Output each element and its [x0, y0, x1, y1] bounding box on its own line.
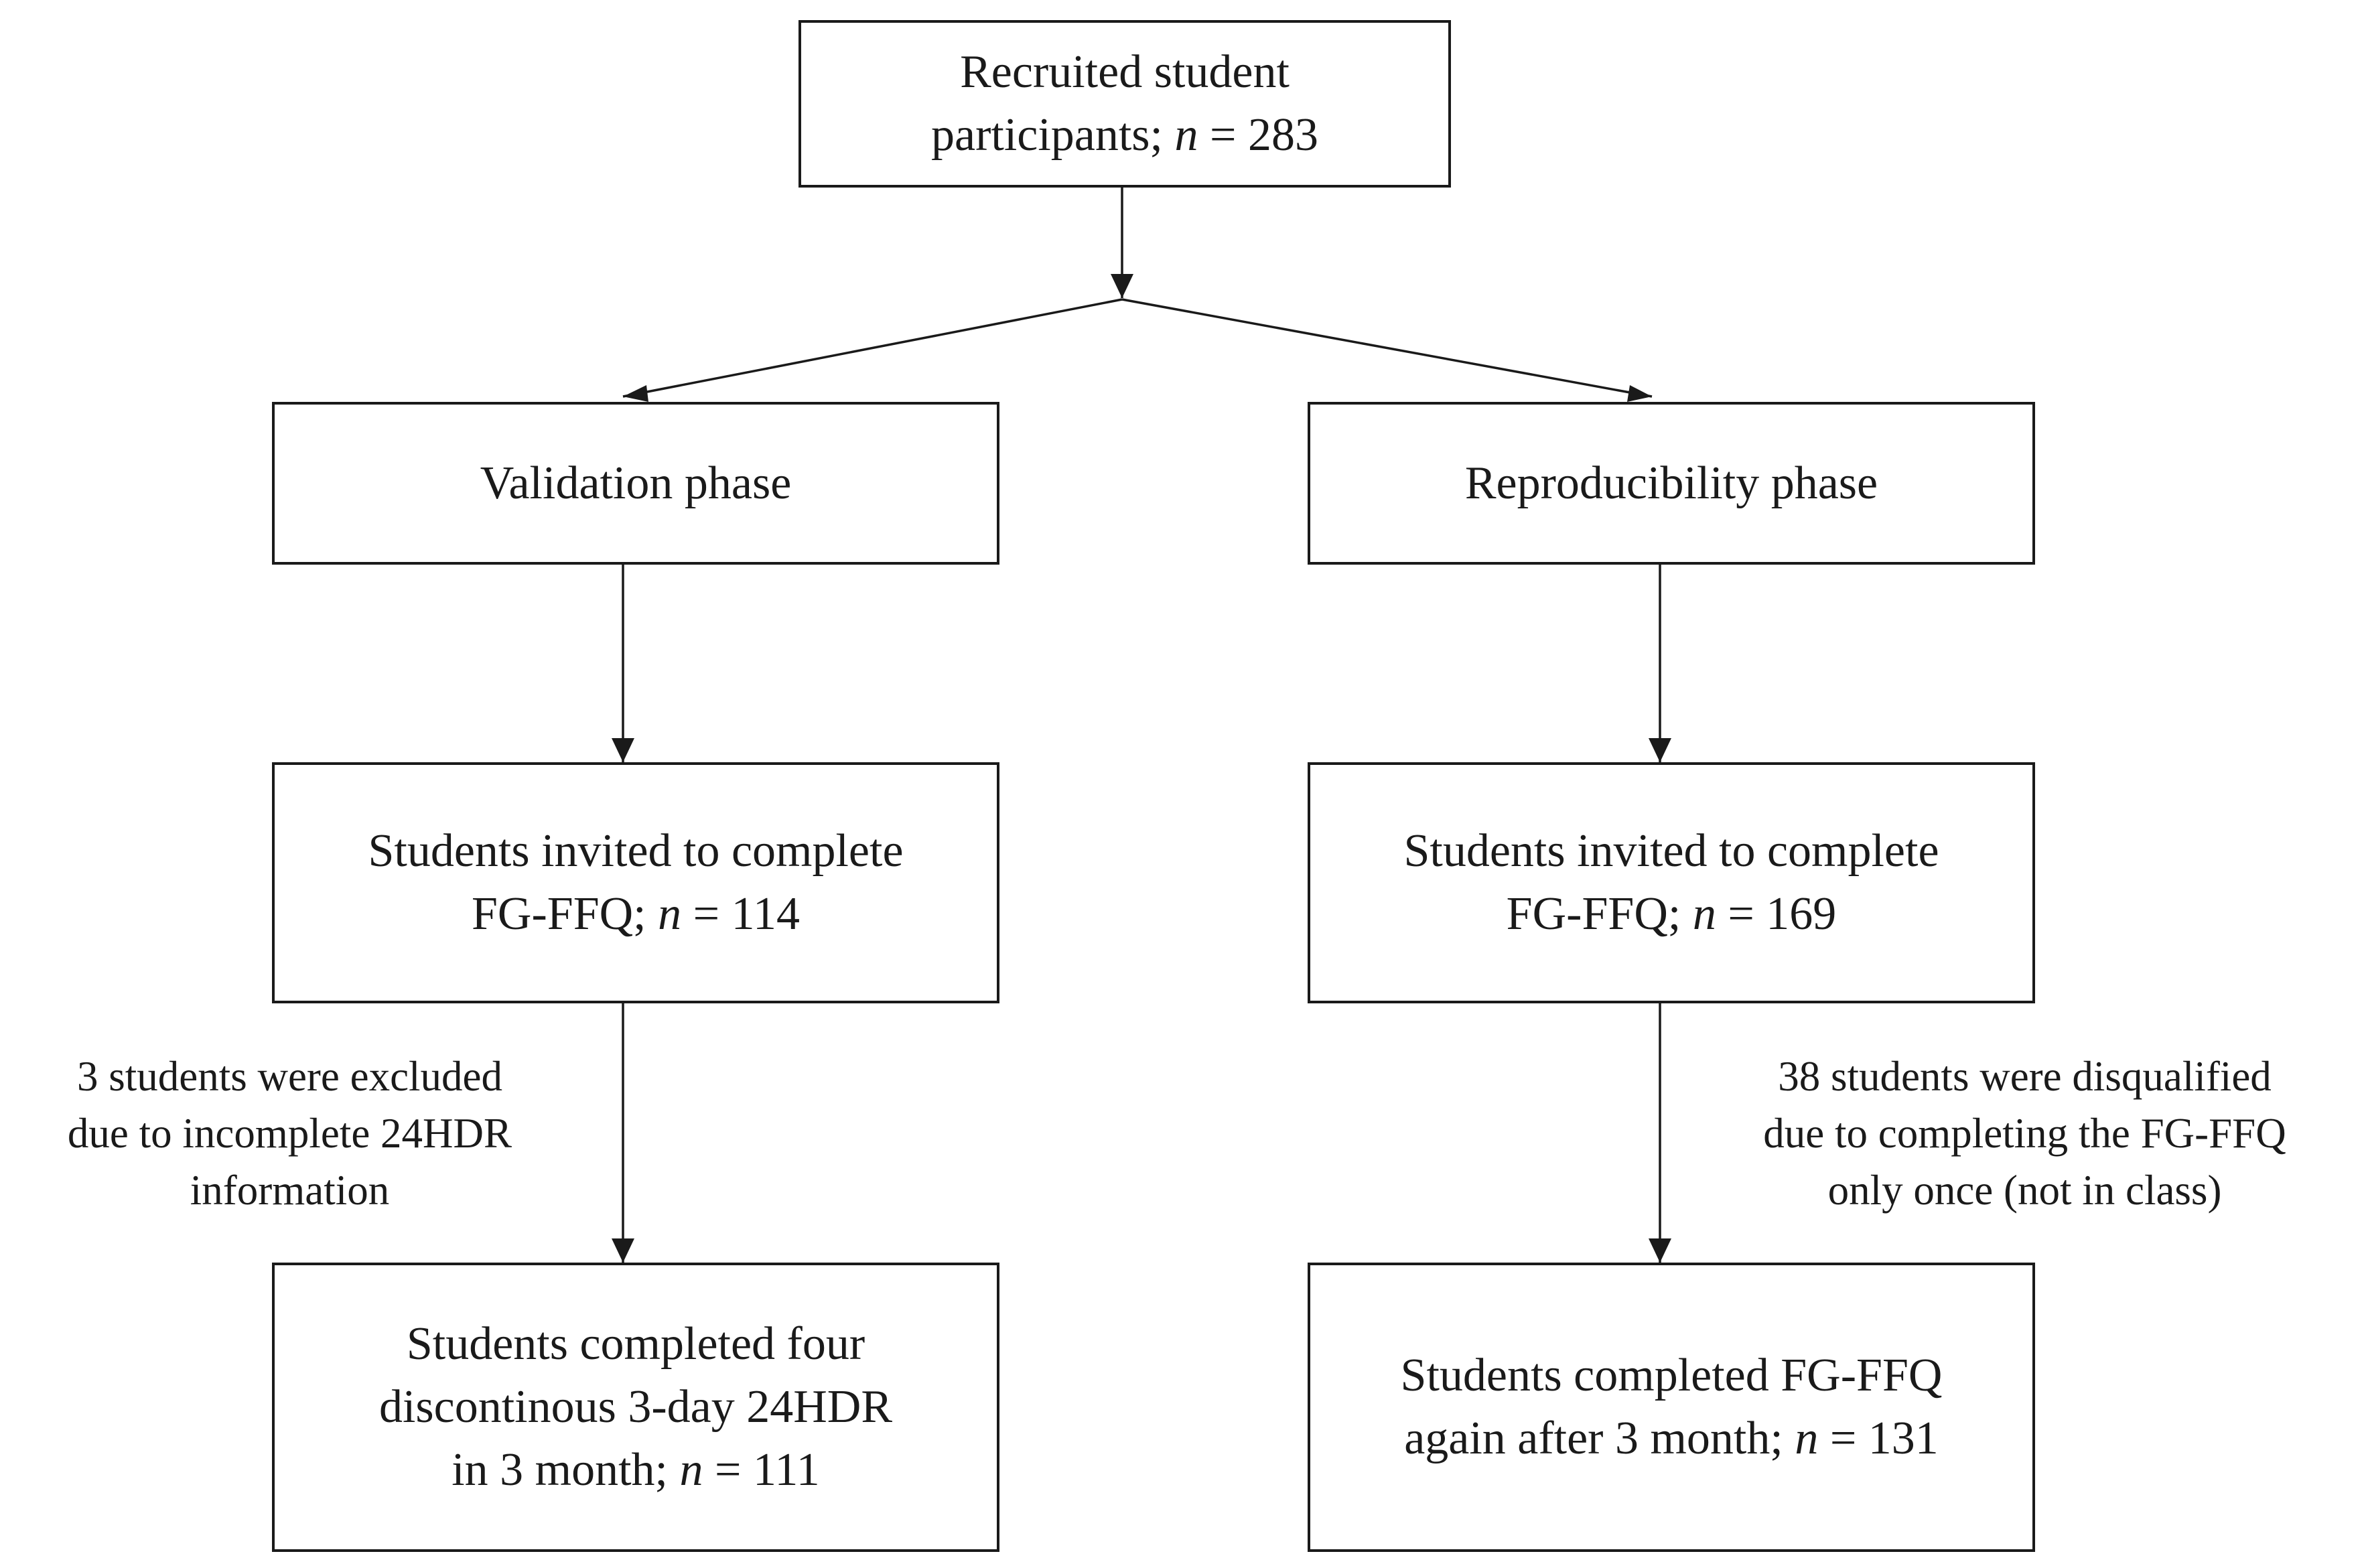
- arrowhead-validation: [623, 385, 648, 402]
- reproducibility-exclusion-note: 38 students were disqualified due to com…: [1691, 1048, 2358, 1219]
- validation-invited-line-2: FG-FFQ; n = 114: [472, 883, 800, 946]
- recruited-line-2: participants; n = 283: [931, 104, 1318, 167]
- validation-invited-line-1: Students invited to complete: [368, 825, 904, 877]
- reproducibility-note-line-3: only once (not in class): [1827, 1167, 2222, 1214]
- recruited-count: = 283: [1198, 109, 1318, 161]
- reproducibility-phase-box: Reproducibility phase: [1308, 402, 2035, 565]
- reproducibility-invited-line-2: FG-FFQ; n = 169: [1507, 883, 1837, 946]
- arrowhead-top-split: [1111, 274, 1133, 298]
- reproducibility-completed-prefix: again after 3 month;: [1404, 1413, 1795, 1464]
- validation-invited-n-symbol: n: [658, 888, 682, 940]
- reproducibility-invited-box: Students invited to complete FG-FFQ; n =…: [1308, 762, 2035, 1003]
- arrowhead-reproducibility-invited: [1649, 738, 1671, 762]
- reproducibility-completed-count: = 131: [1818, 1413, 1939, 1464]
- reproducibility-invited-prefix: FG-FFQ;: [1506, 888, 1693, 940]
- arrow-split-to-reproducibility: [1121, 298, 1653, 398]
- recruited-participants-box: Recruited student participants; n = 283: [798, 20, 1451, 188]
- arrow-split-to-validation: [622, 298, 1123, 398]
- validation-completed-box: Students completed four discontinous 3-d…: [272, 1263, 999, 1552]
- validation-completed-line-1: Students completed four: [406, 1318, 865, 1370]
- validation-invited-box: Students invited to complete FG-FFQ; n =…: [272, 762, 999, 1003]
- arrowhead-reproducibility-completed: [1649, 1238, 1671, 1263]
- arrowhead-validation-completed: [612, 1238, 634, 1263]
- validation-completed-line-3: in 3 month; n = 111: [451, 1439, 820, 1502]
- reproducibility-completed-n-symbol: n: [1795, 1413, 1819, 1464]
- reproducibility-phase-label: Reproducibility phase: [1464, 457, 1878, 509]
- reproducibility-invited-n-symbol: n: [1692, 888, 1716, 940]
- validation-note-line-2: due to incomplete 24HDR: [67, 1110, 512, 1157]
- validation-completed-line-2: discontinous 3-day 24HDR: [378, 1381, 893, 1433]
- validation-completed-count: = 111: [703, 1444, 820, 1496]
- recruited-n-symbol: n: [1174, 109, 1198, 161]
- validation-phase-label: Validation phase: [480, 457, 792, 509]
- reproducibility-completed-line-1: Students completed FG-FFQ: [1400, 1350, 1943, 1401]
- validation-completed-prefix: in 3 month;: [451, 1444, 680, 1496]
- validation-exclusion-note: 3 students were excluded due to incomple…: [10, 1048, 569, 1219]
- arrowhead-validation-invited: [612, 738, 634, 762]
- validation-invited-prefix: FG-FFQ;: [471, 888, 658, 940]
- reproducibility-completed-box: Students completed FG-FFQ again after 3 …: [1308, 1263, 2035, 1552]
- reproducibility-note-line-2: due to completing the FG-FFQ: [1763, 1110, 2286, 1157]
- validation-completed-n-symbol: n: [679, 1444, 703, 1496]
- validation-note-line-3: information: [190, 1167, 390, 1214]
- reproducibility-invited-line-1: Students invited to complete: [1403, 825, 1939, 877]
- validation-note-line-1: 3 students were excluded: [76, 1053, 503, 1100]
- reproducibility-invited-count: = 169: [1716, 888, 1837, 940]
- reproducibility-note-line-1: 38 students were disqualified: [1778, 1053, 2272, 1100]
- arrowhead-reproducibility: [1627, 385, 1652, 402]
- reproducibility-completed-line-2: again after 3 month; n = 131: [1404, 1407, 1939, 1470]
- validation-invited-count: = 114: [681, 888, 801, 940]
- recruited-line-2-prefix: participants;: [931, 109, 1175, 161]
- recruited-line-1: Recruited student: [960, 46, 1290, 98]
- validation-phase-box: Validation phase: [272, 402, 999, 565]
